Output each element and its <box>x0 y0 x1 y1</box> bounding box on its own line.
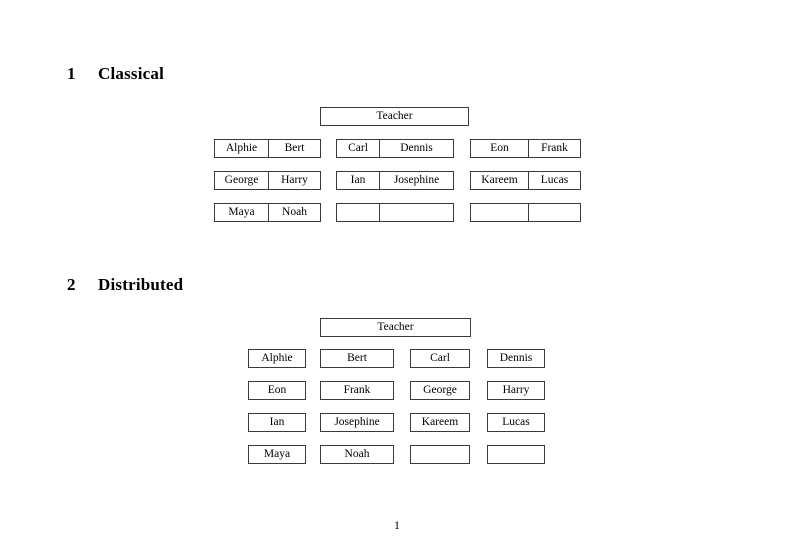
student-box: Harry <box>487 381 545 400</box>
student-box: Maya <box>248 445 306 464</box>
student-box: Lucas <box>487 413 545 432</box>
pair-row: Alphie Bert <box>214 139 321 158</box>
cell-right: Dennis <box>379 140 453 157</box>
student-box <box>487 445 545 464</box>
pair-row <box>470 203 581 222</box>
section-title: Classical <box>98 64 165 83</box>
student-box: Alphie <box>248 349 306 368</box>
cell-left <box>337 204 379 221</box>
pair-row <box>336 203 454 222</box>
student-box: Frank <box>320 381 394 400</box>
student-box: Kareem <box>410 413 470 432</box>
cell-left: George <box>224 174 259 186</box>
pair-row: Carl Dennis <box>336 139 454 158</box>
student-box: Dennis <box>487 349 545 368</box>
cell-right: Lucas <box>528 172 580 189</box>
section-number: 2 <box>67 275 76 294</box>
cell-right: Noah <box>268 204 320 221</box>
pair-row: Ian Josephine <box>336 171 454 190</box>
student-box: Bert <box>320 349 394 368</box>
cell-right: Frank <box>528 140 580 157</box>
student-box: Eon <box>248 381 306 400</box>
student-box: Josephine <box>320 413 394 432</box>
pair-row: Kareem Lucas <box>470 171 581 190</box>
cell-right: Josephine <box>379 172 453 189</box>
student-box: George <box>410 381 470 400</box>
teacher-box-classical: Teacher <box>320 107 469 126</box>
pair-row: Eon Frank <box>470 139 581 158</box>
student-box: Noah <box>320 445 394 464</box>
cell-right: Bert <box>268 140 320 157</box>
cell-left: Carl <box>348 142 368 154</box>
section-title: Distributed <box>98 275 184 294</box>
section-heading-distributed: 2 Distributed <box>67 275 183 295</box>
student-box: Carl <box>410 349 470 368</box>
cell-left: Alphie <box>225 142 258 154</box>
section-number: 1 <box>67 64 76 83</box>
cell-left: Kareem <box>481 174 518 186</box>
teacher-box-distributed: Teacher <box>320 318 471 337</box>
pair-row: Maya Noah <box>214 203 321 222</box>
student-box: Ian <box>248 413 306 432</box>
cell-left: Maya <box>228 206 255 218</box>
section-heading-classical: 1 Classical <box>67 64 164 84</box>
pair-row: George Harry <box>214 171 321 190</box>
cell-right: Harry <box>268 172 320 189</box>
cell-right <box>528 204 580 221</box>
cell-left <box>471 204 528 221</box>
cell-right <box>379 204 453 221</box>
student-box <box>410 445 470 464</box>
cell-left: Eon <box>490 142 509 154</box>
cell-left: Ian <box>350 174 366 186</box>
page-number: 1 <box>394 520 400 532</box>
